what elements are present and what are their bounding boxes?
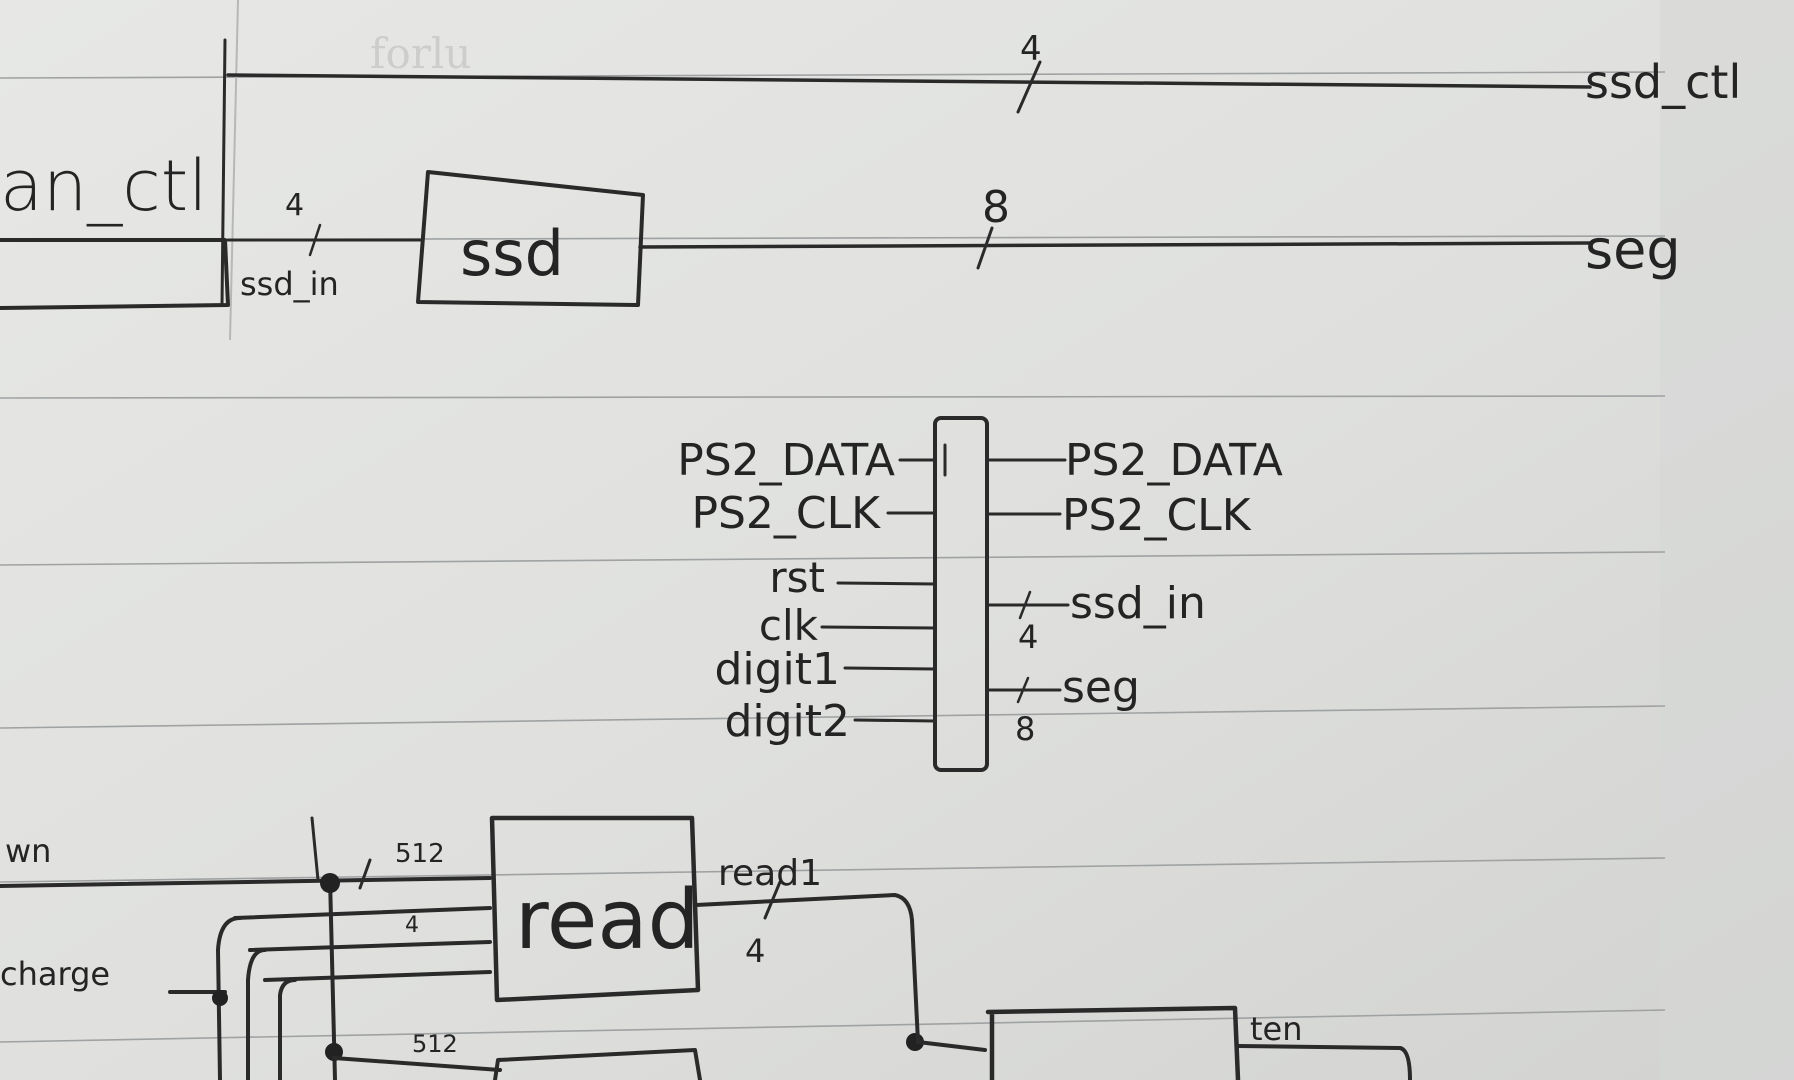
pin-width-ssd-in-out: 4 [1018, 618, 1038, 656]
top-module-block [933, 416, 989, 772]
pin-label-ps2-clk-in: PS2_CLK [691, 488, 881, 539]
ten-output-bend [1398, 1046, 1412, 1080]
ssd-ctl-bus-width: 4 [1020, 29, 1042, 69]
pin-tick-ssd-in-out [1018, 590, 1032, 620]
left-block-label: an_ctl [0, 145, 208, 227]
bottom-section: wn charge 512 4 512 read read1 4 [0, 815, 1412, 1080]
pin-label-ps2-data-in: PS2_DATA [677, 435, 895, 486]
vertical-wire-c [246, 948, 267, 1080]
read-block [489, 815, 701, 1003]
read1-bus-tick [763, 880, 782, 920]
read1-width: 4 [745, 932, 765, 970]
ten-label: ten [1250, 1010, 1303, 1048]
bus-line-bottom [332, 1056, 502, 1072]
middle-section: PS2_DATA PS2_CLK rst clk digit1 digit2 P… [677, 416, 1283, 772]
pin-label-seg-out: seg [1062, 662, 1140, 713]
pin-label-digit1: digit1 [714, 644, 840, 695]
bus-tick-top [358, 858, 372, 890]
pin-label-digit2: digit2 [724, 696, 850, 747]
read1-label: read1 [718, 853, 822, 894]
ssd-in-width: 4 [285, 188, 304, 223]
left-label-charge: charge [0, 955, 110, 993]
right-block [985, 1005, 1241, 1080]
junction-dot-top [320, 873, 340, 893]
pin-label-clk: clk [759, 601, 819, 650]
pin-tick-seg-out [1016, 676, 1030, 704]
pin-label-ps2-data-out: PS2_DATA [1065, 435, 1283, 486]
left-block-edge [220, 38, 227, 307]
pin-width-seg-out: 8 [1015, 710, 1035, 748]
read1-output-wire [694, 893, 987, 1052]
pin-label-ssd-in-out: ssd_in [1070, 578, 1206, 629]
left-label-wn: wn [5, 832, 51, 870]
bus-line-third [248, 940, 492, 952]
paper-edge-shade [1660, 0, 1794, 1080]
ruled-lines [0, 71, 1666, 1043]
vertical-wire-b [216, 916, 242, 1080]
left-block [0, 238, 230, 310]
vertical-wire-d [278, 978, 297, 1080]
seg-label: seg [1585, 218, 1681, 281]
top-section: an_ctl 4 ssd_ctl 4 ssd_in ssd 8 seg [0, 29, 1741, 310]
seg-bus-tick [976, 226, 994, 270]
ten-output-wire [1236, 1044, 1402, 1050]
pin-line-clk [820, 625, 937, 630]
ssd-ctl-label: ssd_ctl [1585, 55, 1741, 109]
lower-block-partial [493, 1048, 702, 1080]
bus-width-top: 512 [395, 839, 445, 869]
ssd-block [416, 170, 645, 307]
junction-dot-left [212, 990, 228, 1006]
input-pins: PS2_DATA PS2_CLK rst clk digit1 digit2 [677, 435, 947, 747]
seg-line [638, 241, 1592, 249]
bus-width-small: 4 [405, 913, 419, 938]
ssd-ctl-line [226, 73, 1592, 89]
pin-line-digit1 [843, 666, 937, 671]
read-block-label: read [515, 873, 700, 968]
pin-label-ps2-clk-out: PS2_CLK [1062, 490, 1252, 541]
output-pins: PS2_DATA PS2_CLK 4 ssd_in 8 seg [985, 435, 1283, 748]
bus-line-fourth [263, 970, 492, 982]
pin-line-rst [836, 581, 937, 586]
ssd-ctl-bus-tick [1016, 60, 1042, 114]
bus-width-bottom: 512 [412, 1030, 458, 1058]
pin-label-rst: rst [769, 553, 825, 602]
ssd-block-label: ssd [460, 217, 564, 290]
ghost-text: forlu [370, 29, 471, 78]
seg-bus-width: 8 [982, 182, 1010, 233]
ssd-in-bus-tick [308, 223, 322, 257]
pin-line-digit2 [853, 718, 937, 723]
vertical-wire-a-top [310, 816, 320, 882]
margin-line [229, 0, 239, 341]
bus-line-second [233, 906, 492, 920]
ssd-in-label: ssd_in [240, 265, 339, 303]
bus-line-top [0, 876, 492, 888]
